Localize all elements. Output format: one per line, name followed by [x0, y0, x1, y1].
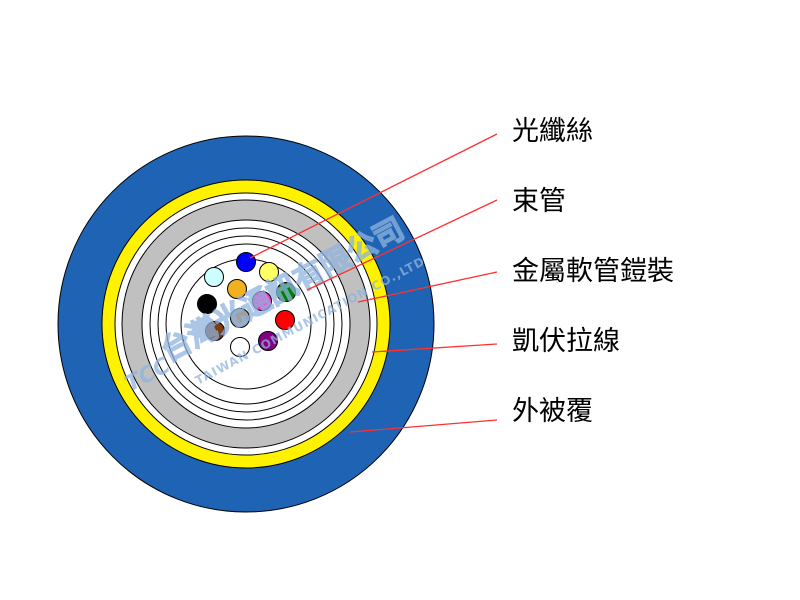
- leader-line-fiber: [249, 133, 498, 259]
- fiber-violet: [258, 331, 278, 351]
- leader-line-jacket: [349, 419, 498, 433]
- fiber-aqua: [204, 267, 224, 287]
- fiber-green: [276, 282, 296, 302]
- armor-ring-3: [157, 235, 335, 413]
- label-optical-fiber: 光纖絲: [512, 116, 593, 147]
- armor-ring-4: [165, 243, 327, 405]
- armor-ring-2: [149, 227, 343, 421]
- fiber-orange: [227, 279, 247, 299]
- label-metal-armor: 金屬軟管鎧裝: [512, 256, 674, 287]
- fiber-blue: [236, 252, 256, 272]
- fiber-white: [230, 337, 250, 357]
- fiber-black: [197, 294, 217, 314]
- label-loose-tube: 束管: [512, 186, 566, 217]
- fiber-brown: [205, 321, 225, 341]
- leader-line-kevlar: [371, 343, 498, 353]
- leader-line-armor: [357, 271, 498, 303]
- fiber-yellow: [259, 262, 279, 282]
- fiber-red: [275, 310, 295, 330]
- fiber-rose: [252, 291, 272, 311]
- label-outer-jacket: 外被覆: [512, 396, 593, 427]
- leader-line-tube: [306, 199, 498, 291]
- fiber-slate: [230, 308, 250, 328]
- label-kevlar-strength: 凱伏拉線: [512, 326, 620, 357]
